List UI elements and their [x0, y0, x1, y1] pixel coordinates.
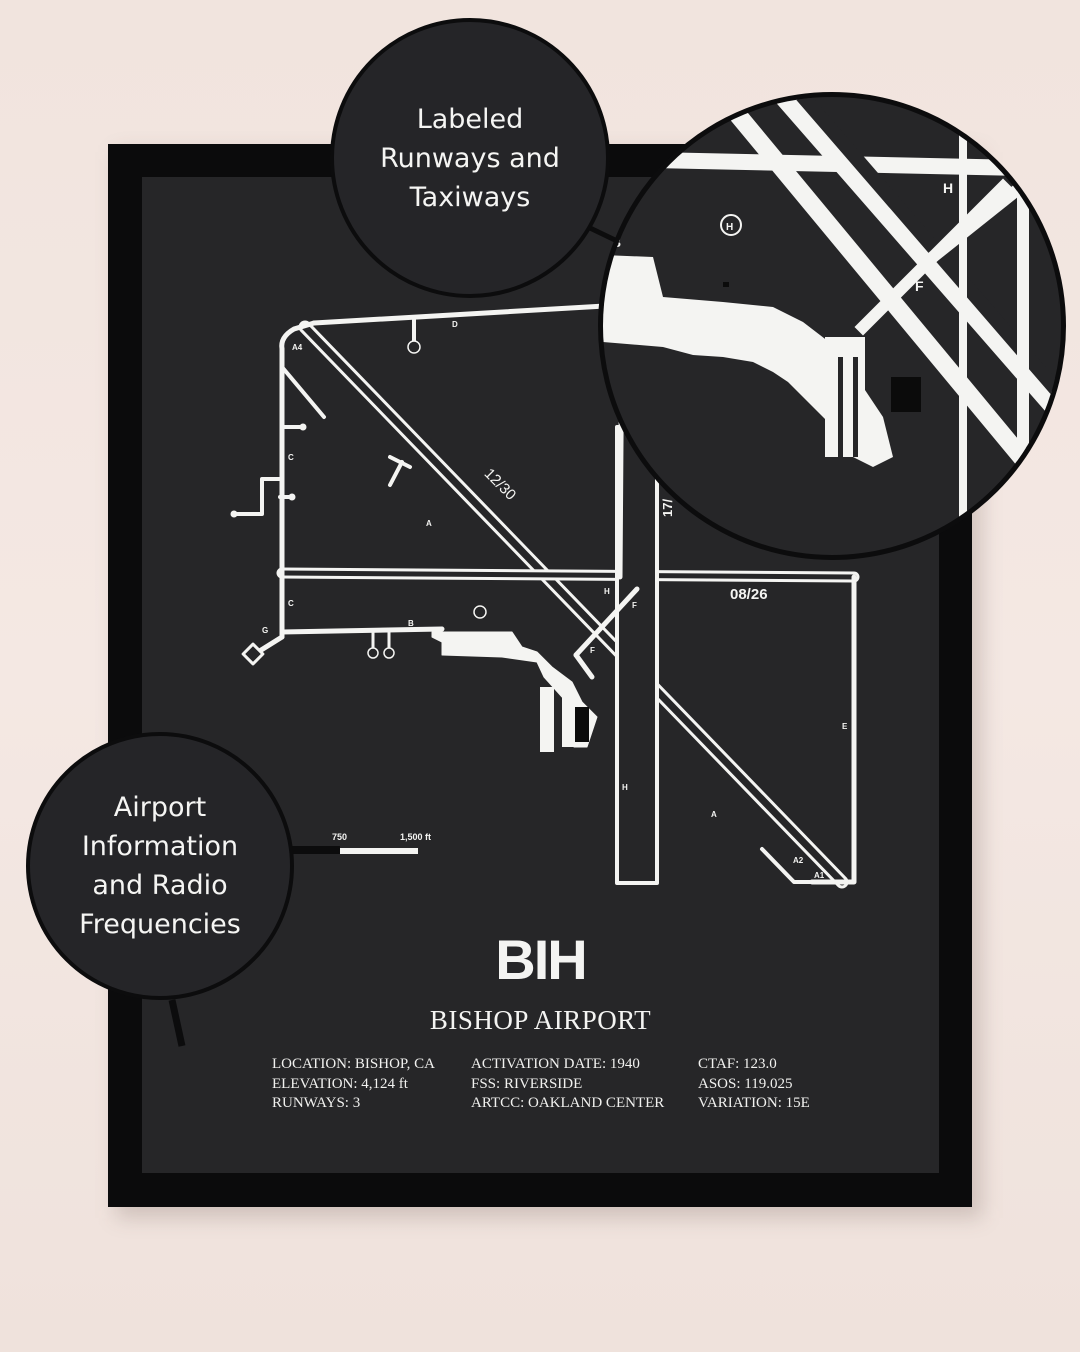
label-runway-0826: 08/26 — [730, 586, 768, 603]
info-asos: ASOS: 119.025 — [698, 1075, 793, 1092]
info-runways: RUNWAYS: 3 — [272, 1095, 361, 1111]
label-e: E — [842, 722, 848, 731]
label-h2: H — [622, 783, 628, 792]
airport-code: BIH — [495, 928, 587, 991]
runway-17-35 — [615, 425, 659, 885]
airport-diagram: A4 D C C A B G H F F E H A A2 A1 12/30 0… — [230, 302, 860, 889]
label-b: B — [408, 619, 414, 628]
zoom-diagram: H F F B H — [603, 97, 1061, 555]
zoom-apron — [603, 255, 893, 467]
info-column-3: CTAF: 123.0 ASOS: 119.025 VARIATION: 15E — [698, 1055, 810, 1114]
taxiway-f — [573, 586, 640, 658]
info-location: LOCATION: BISHOP, CA — [272, 1056, 435, 1072]
label-f1: F — [632, 601, 637, 610]
info-variation: VARIATION: 15E — [698, 1095, 810, 1111]
zoom-label-f2: F — [915, 278, 924, 294]
label-a1: A1 — [814, 871, 825, 880]
zoom-label-h: H — [943, 180, 953, 196]
label-a2: A2 — [793, 856, 804, 865]
scale-1500: 1,500 ft — [400, 832, 431, 842]
info-elevation: ELEVATION: 4,124 ft — [272, 1075, 408, 1092]
zoom-label-helipad: H — [726, 222, 733, 233]
label-runway-17: 17/ — [660, 499, 675, 517]
zoom-magnifier: H F F B H — [598, 92, 1066, 560]
info-ctaf: CTAF: 123.0 — [698, 1056, 777, 1072]
label-d: D — [452, 320, 458, 329]
info-fss: FSS: RIVERSIDE — [471, 1075, 583, 1092]
label-c1: C — [288, 453, 294, 462]
scale-750: 750 — [332, 832, 347, 842]
poster: A4 D C C A B G H F F E H A A2 A1 12/30 0… — [142, 177, 939, 1173]
label-h1: H — [604, 587, 610, 596]
info-column-2: ACTIVATION DATE: 1940 FSS: RIVERSIDE ART… — [471, 1055, 664, 1114]
airport-name: BISHOP AIRPORT — [429, 1005, 652, 1035]
info-column-1: LOCATION: BISHOP, CA ELEVATION: 4,124 ft… — [272, 1055, 435, 1114]
taxiway-d — [311, 302, 625, 326]
label-a-south: A — [711, 810, 717, 819]
label-a: A — [426, 519, 432, 528]
scale-bar — [340, 848, 418, 854]
info-activation: ACTIVATION DATE: 1940 — [471, 1056, 640, 1072]
label-f2: F — [590, 646, 595, 655]
zoom-label-f1: F — [985, 206, 994, 222]
label-a4: A4 — [292, 343, 303, 352]
callout-runways: Labeled Runways and Taxiways — [330, 18, 610, 298]
label-g: G — [262, 626, 268, 635]
taxiway-b — [279, 626, 445, 635]
info-artcc: ARTCC: OAKLAND CENTER — [471, 1095, 665, 1111]
callout-airport-info: Airport Information and Radio Frequencie… — [26, 732, 294, 1000]
label-c2: C — [288, 599, 294, 608]
